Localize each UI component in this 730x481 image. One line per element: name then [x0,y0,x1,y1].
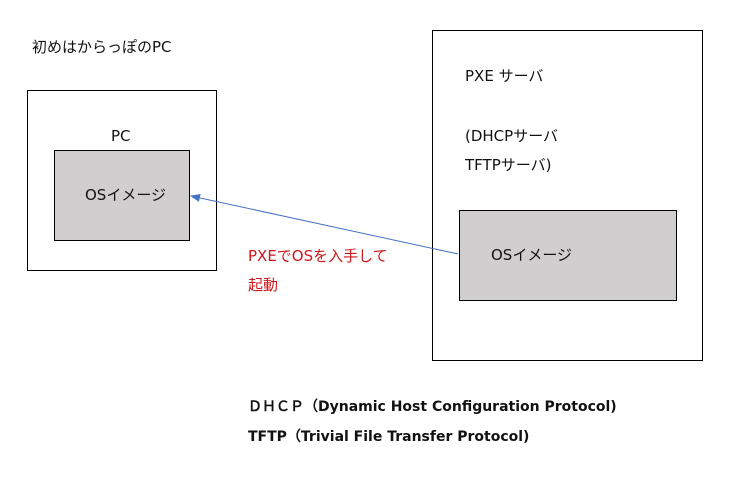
server-os-image-label: OSイメージ [491,246,573,264]
footnote-dhcp: ＤＨＣＰ（Dynamic Host Configuration Protocol… [248,399,617,415]
intro-label: 初めはからっぽのPC [32,38,172,56]
pc-box: PC OSイメージ [27,90,217,271]
pc-title: PC [111,127,131,145]
server-role-line1: (DHCPサーバ [465,127,559,145]
pxe-server-box: PXE サーバ (DHCPサーバ TFTPサーバ) OSイメージ [432,30,703,361]
arrow-line [190,194,459,255]
footnote-tftp: TFTP（Trivial File Transfer Protocol) [248,429,530,445]
server-role-line2: TFTPサーバ) [465,156,552,174]
server-os-image-box: OSイメージ [459,210,677,301]
server-title: PXE サーバ [465,67,544,85]
arrow-label-line2: 起動 [248,276,279,294]
arrow-label-line1: PXEでOSを入手して [248,247,388,265]
pc-os-image-box: OSイメージ [54,150,190,241]
pc-os-image-label: OSイメージ [85,186,167,204]
